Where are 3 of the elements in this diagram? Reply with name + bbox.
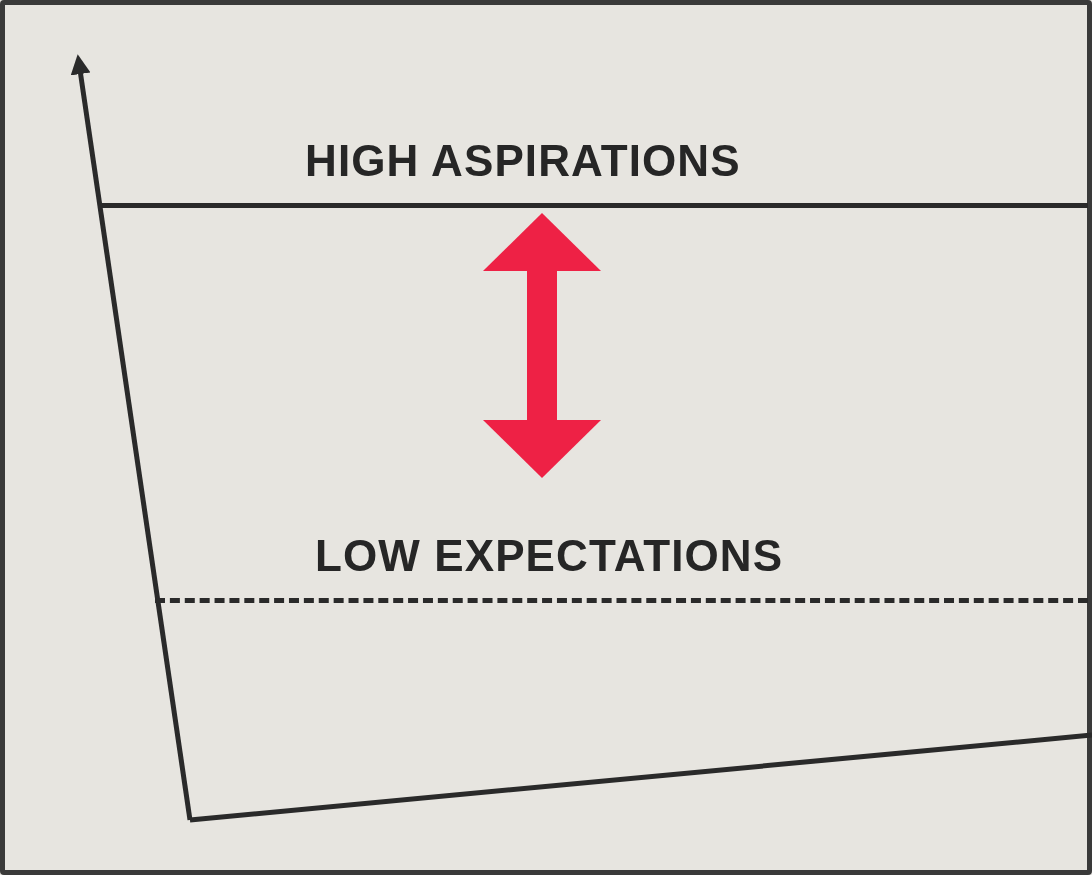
level-label: LOW EXPECTATIONS: [315, 534, 784, 578]
level-label: HIGH ASPIRATIONS: [305, 139, 741, 183]
double-arrow: [483, 213, 601, 478]
